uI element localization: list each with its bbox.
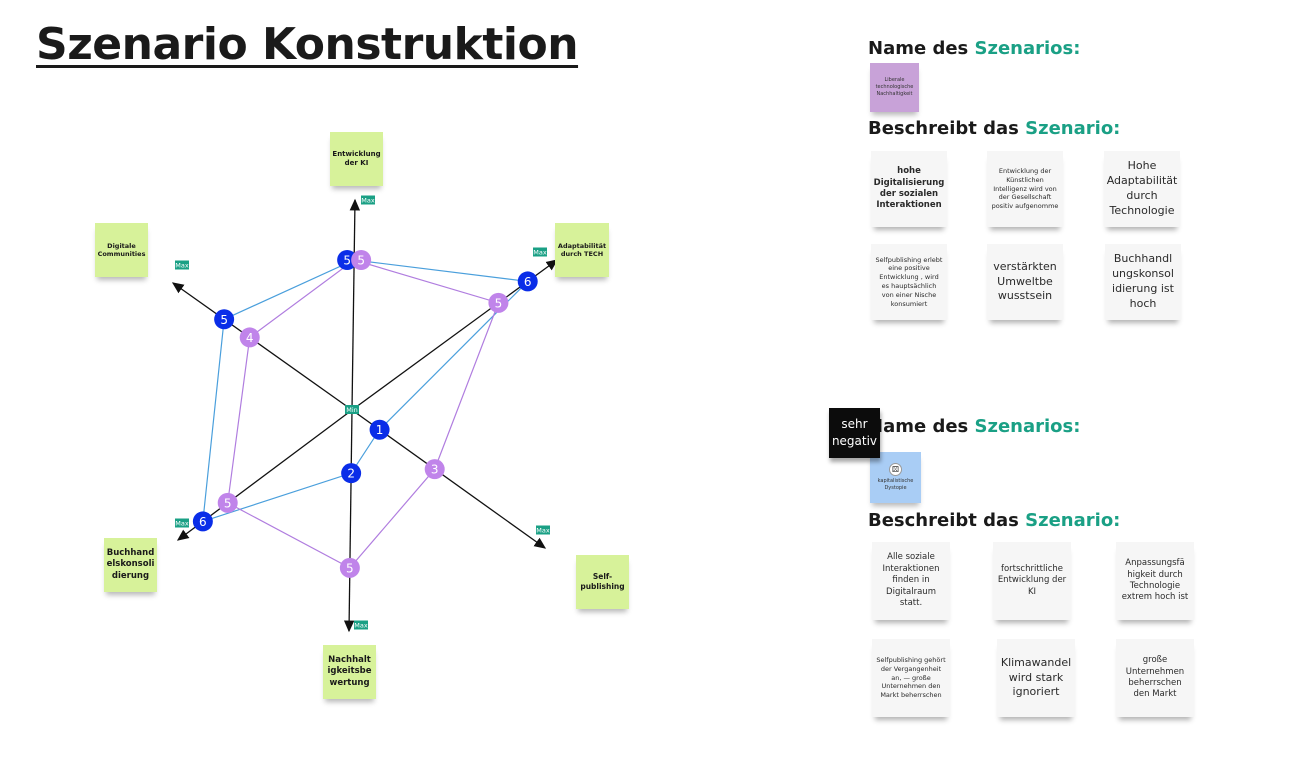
axis-sticky-buch[interactable]: Buchhand elskonsoli dierung (104, 538, 157, 592)
value-label-digital: 5 (220, 313, 228, 327)
value-node-ki (351, 250, 372, 270)
axis-sticky-self[interactable]: Self-publishing (576, 555, 629, 609)
scenario2-name-heading: Name des Szenarios: (868, 416, 1080, 437)
max-marker-self (536, 525, 550, 535)
value-node-tech (488, 292, 509, 313)
sticky-text: Alle soziale Interaktionen finden in Dig… (882, 552, 940, 609)
scenario1-name: Liberale technologische Nachhaltigkeit (875, 77, 914, 97)
scenario1-desc-sticky[interactable]: Hohe Adaptabilität durch Technologie (1104, 151, 1180, 227)
value-node-nachhalt (341, 463, 362, 484)
value-label-nachhalt: 5 (346, 561, 354, 575)
heading-accent: Szenarios: (974, 416, 1081, 437)
value-node-buch (217, 492, 238, 513)
max-marker-nachhalt (354, 620, 368, 630)
scenario1-desc-sticky[interactable]: Buchhandl ungskonsol idierung ist hoch (1105, 244, 1181, 320)
heading-text: Beschreibt das (868, 510, 1026, 531)
value-label-tech: 6 (524, 275, 532, 289)
value-node-digital (214, 309, 235, 330)
value-node-self (369, 419, 390, 440)
sticky-text: Anpassungsfä higkeit durch Technologie e… (1121, 558, 1189, 603)
scenario1-desc-sticky[interactable]: verstärkten Umweltbe wusstsein (987, 244, 1063, 320)
axis-line-ki (349, 198, 361, 411)
page-title: Szenario Konstruktion (36, 19, 579, 70)
scenario2-desc-sticky[interactable]: fortschrittliche Entwicklung der KI (993, 542, 1071, 620)
axis-sticky-nachhalt[interactable]: Nachhalt igkeitsbe wertung (323, 645, 376, 699)
max-label-ki: Max (361, 197, 375, 205)
scenario2-desc-sticky[interactable]: Anpassungsfä higkeit durch Technologie e… (1116, 542, 1194, 620)
value-node-buch (192, 511, 213, 532)
heading-accent: Szenario: (1025, 118, 1121, 139)
max-marker-tech (533, 247, 547, 257)
value-label-nachhalt: 2 (347, 467, 355, 481)
value-node-tech (517, 271, 538, 292)
sticky-text: fortschrittliche Entwicklung der KI (997, 563, 1067, 597)
scenario2-desc-heading: Beschreibt das Szenario: (868, 510, 1120, 531)
sticky-text: hohe Digitalisierung der sozialen Intera… (873, 166, 945, 211)
sticky-text: Selfpublishing erlebt eine positive Entw… (875, 255, 943, 308)
sticky-text: große Unternehmen beherrschen den Markt (1125, 655, 1185, 700)
heading-accent: Szenario: (1025, 510, 1121, 531)
value-node-nachhalt (339, 557, 360, 578)
value-label-tech: 5 (495, 296, 503, 310)
heading-text: Name des (868, 416, 975, 437)
sticky-text: verstärkten Umweltbe wusstsein (993, 259, 1057, 303)
value-node-self (424, 459, 445, 480)
value-label-self: 3 (431, 463, 439, 477)
value-label-ki: 5 (343, 254, 351, 268)
heading-text: Name des (868, 38, 975, 59)
scenario2-desc-sticky[interactable]: Alle soziale Interaktionen finden in Dig… (872, 542, 950, 620)
rating-badge-sehr-negativ[interactable]: sehr negativ (829, 408, 880, 458)
scenario1-name-heading: Name des Szenarios: (868, 38, 1080, 59)
scenario2-desc-sticky[interactable]: große Unternehmen beherrschen den Markt (1116, 639, 1194, 717)
series-polygon-2 (227, 259, 500, 569)
sticky-text: Buchhandl ungskonsol idierung ist hoch (1112, 252, 1174, 310)
max-marker-ki (361, 195, 375, 205)
scenario2-name: kapitalistische Dystopie (877, 478, 914, 491)
scenario1-desc-heading: Beschreibt das Szenario: (868, 118, 1120, 139)
value-label-digital: 4 (246, 331, 254, 345)
scenario2-desc-sticky[interactable]: Klimawandel wird stark ignoriert (997, 639, 1075, 717)
heading-accent: Szenarios: (974, 38, 1081, 59)
max-label-digital: Max (175, 262, 189, 270)
axis-sticky-digital[interactable]: Digitale Communities (95, 223, 148, 277)
min-marker (345, 405, 359, 414)
axis-line-nachhalt (343, 409, 355, 633)
scenario1-name-sticky[interactable]: Liberale technologische Nachhaltigkeit (870, 63, 919, 112)
scenario2-name-sticky[interactable]: ⚄ kapitalistische Dystopie (870, 452, 921, 503)
sticky-text: Selfpublishing gehört der Vergangenheit … (876, 656, 946, 700)
scenario1-desc-sticky[interactable]: hohe Digitalisierung der sozialen Intera… (871, 151, 947, 227)
value-label-buch: 5 (224, 496, 232, 510)
axis-sticky-ki[interactable]: Entwicklung der KI (330, 132, 383, 186)
series-polygon-1 (202, 259, 530, 523)
scenario2-desc-sticky[interactable]: Selfpublishing gehört der Vergangenheit … (872, 639, 950, 717)
heading-text: Beschreibt das (868, 118, 1026, 139)
sticky-text: Hohe Adaptabilität durch Technologie (1106, 159, 1178, 217)
value-label-buch: 6 (199, 515, 207, 529)
max-label-tech: Max (533, 249, 547, 257)
sticky-text: Entwicklung der Künstlichen Intelligenz … (991, 167, 1059, 211)
scenario1-desc-sticky[interactable]: Entwicklung der Künstlichen Intelligenz … (987, 151, 1063, 227)
sticky-text: Klimawandel wird stark ignoriert (1000, 655, 1072, 699)
max-label-buch: Max (175, 520, 189, 528)
max-marker-digital (175, 260, 189, 270)
value-node-ki (337, 250, 358, 270)
dice-icon: ⚄ (889, 463, 902, 476)
scenario1-desc-sticky[interactable]: Selfpublishing erlebt eine positive Entw… (871, 244, 947, 320)
badge-text: sehr negativ (831, 417, 878, 448)
value-label-self: 1 (376, 423, 384, 437)
value-label-ki: 5 (357, 254, 365, 268)
value-node-digital (239, 327, 260, 348)
max-marker-buch (175, 518, 189, 528)
min-label: Min (346, 406, 358, 414)
max-label-self: Max (536, 527, 550, 535)
axis-line-digital (171, 282, 353, 411)
max-label-nachhalt: Max (354, 622, 368, 630)
axis-sticky-tech[interactable]: Adaptabilität durch TECH (555, 223, 609, 277)
